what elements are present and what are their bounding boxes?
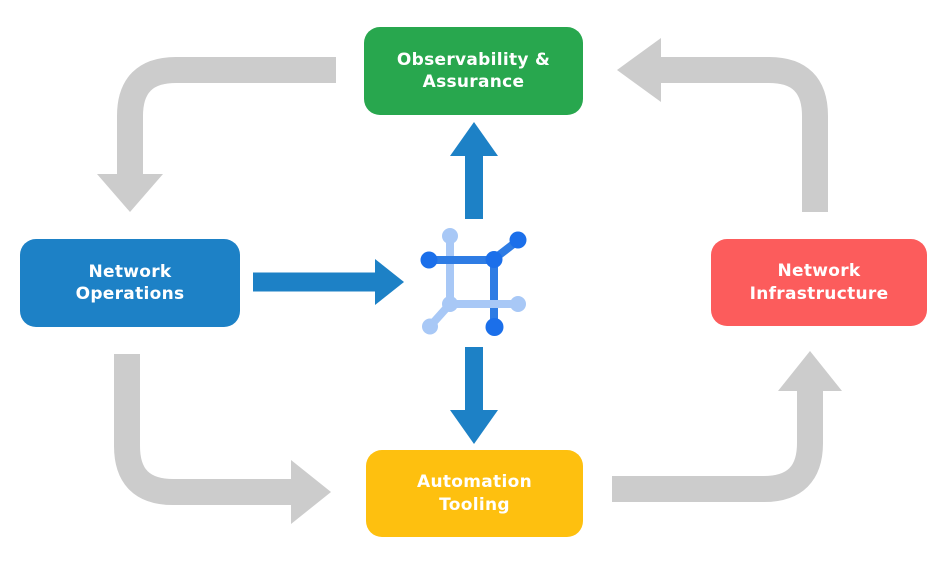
node-automation-tooling-label: Automation Tooling xyxy=(417,472,532,515)
arrow-center-to-automation-head xyxy=(450,410,498,444)
arrow-infrastructure-to-observability xyxy=(617,38,828,212)
arrow-operations-to-center-head xyxy=(375,259,404,305)
arrow-observability-to-operations xyxy=(97,57,336,212)
arrow-infrastructure-to-observability-head xyxy=(617,38,661,102)
icon-bottom-node xyxy=(485,318,504,336)
network-nodes-icon xyxy=(420,228,527,336)
arrow-operations-to-automation xyxy=(114,354,331,524)
icon-topright-node xyxy=(509,231,527,249)
arrow-observability-to-operations-shaft xyxy=(117,57,336,176)
node-network-infrastructure: Network Infrastructure xyxy=(711,239,927,326)
icon-top-node xyxy=(442,228,458,244)
node-observability-assurance: Observability & Assurance xyxy=(364,27,583,115)
node-network-infrastructure-label: Network Infrastructure xyxy=(749,261,889,304)
node-observability-assurance-label: Observability & Assurance xyxy=(396,49,551,92)
node-network-operations-label: Network Operations xyxy=(75,261,185,304)
arrow-operations-to-center xyxy=(253,259,404,305)
arrow-automation-to-infrastructure xyxy=(612,351,842,502)
arrow-center-to-observability xyxy=(450,122,498,219)
arrow-center-to-automation xyxy=(450,347,498,444)
arrow-infrastructure-to-observability-shaft xyxy=(661,57,828,212)
arrow-automation-to-infrastructure-shaft xyxy=(612,391,823,502)
icon-left-node xyxy=(420,251,438,269)
arrow-operations-to-automation-shaft xyxy=(114,354,291,505)
arrow-center-to-observability-head xyxy=(450,122,498,156)
arrow-automation-to-infrastructure-head xyxy=(778,351,842,391)
arrow-operations-to-automation-head xyxy=(291,460,331,524)
icon-bottomleft-node xyxy=(422,318,438,335)
icon-topright-corner-node xyxy=(485,251,503,268)
arrow-observability-to-operations-head xyxy=(97,174,163,212)
node-network-operations: Network Operations xyxy=(20,239,240,327)
icon-bottomleft-corner-node xyxy=(442,296,458,312)
node-automation-tooling: Automation Tooling xyxy=(366,450,583,537)
icon-right-node xyxy=(510,296,526,312)
